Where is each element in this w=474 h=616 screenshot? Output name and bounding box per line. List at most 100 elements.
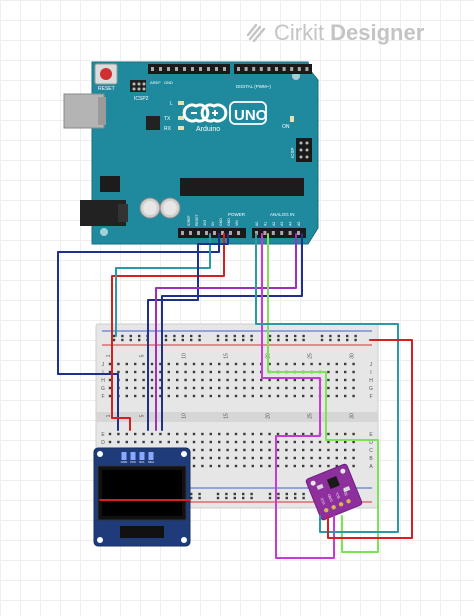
row-letter: J (102, 362, 105, 368)
oled-pin (121, 452, 127, 460)
row-letter: C (369, 448, 373, 454)
column-number: 5 (140, 414, 146, 417)
sensor-pin (346, 499, 351, 504)
brand-label: Arduino (196, 126, 220, 133)
column-number: 10 (182, 413, 188, 419)
atmega-chip (180, 178, 304, 196)
status-leds: L TX RX (164, 101, 184, 132)
row-letter: B (369, 456, 373, 462)
wire-gnd-navy (57, 233, 220, 431)
icsp2-label: ICSP2 (134, 96, 149, 102)
row-letter: D (101, 440, 105, 446)
sensor-pin-label: SDA (342, 487, 349, 496)
wire-scl-navy (161, 233, 303, 431)
breadboard-center-channel (96, 412, 378, 422)
analog-pin-label: A1 (263, 222, 267, 226)
oled-pin-label: SCL (139, 460, 145, 464)
digital-label: DIGITAL (PWM~) (236, 84, 271, 89)
analog-header (252, 228, 306, 238)
voltage-regulator (100, 176, 120, 192)
column-number: 15 (224, 413, 230, 419)
gnd-label: GND (164, 80, 173, 85)
wire-3v3-teal (115, 233, 211, 337)
sensor-pin (324, 508, 329, 513)
usb-port (63, 93, 105, 129)
power-pin-label: 5V (211, 221, 215, 226)
icsp2-header (130, 80, 146, 92)
oled-pin-label: SDA (148, 460, 154, 464)
sensor-pin-label: SCL (335, 491, 341, 499)
sensor-chip (326, 476, 340, 490)
led-tx-label: TX (164, 116, 171, 122)
power-pin-label: RESET (195, 213, 199, 226)
wire-gnd-red (327, 339, 413, 539)
oled-pin (148, 452, 154, 460)
sensor-pin (331, 505, 336, 510)
column-number: 25 (308, 353, 314, 359)
column-number: 10 (182, 353, 188, 359)
analog-pin-label: A0 (255, 222, 259, 226)
power-pin-label: IOREF (187, 215, 191, 226)
oled-pin-label: GND (121, 460, 129, 464)
cirkit-logo-icon (246, 23, 266, 43)
oled-pin (130, 452, 136, 460)
wire-a4-green (267, 233, 379, 553)
analog-pin-label: A5 (297, 222, 301, 226)
arduino-uno: RESET ICSP2 DIGITAL (PWM~) AREF GND L TX… (63, 61, 319, 245)
sensor-pin (338, 502, 344, 507)
led-l-label: L (170, 101, 173, 107)
sensor-pin-label: VCC (320, 496, 327, 505)
power-header (178, 228, 246, 238)
row-letter: D (369, 440, 373, 446)
column-number: 20 (266, 413, 272, 419)
column-number: 25 (308, 413, 314, 419)
wire-a5-magenta (261, 233, 335, 559)
row-letter: G (101, 386, 105, 392)
row-letter: F (101, 394, 104, 400)
row-letter: F (369, 394, 372, 400)
row-letter: E (369, 432, 373, 438)
oled-pin-label: VCC (130, 460, 137, 464)
row-letter: A (369, 464, 373, 470)
wire-vcc-teal (255, 233, 399, 533)
sensor-pcb (305, 463, 363, 521)
analog-pin-label: A3 (280, 222, 284, 226)
sensor-pin-label: GND (327, 493, 334, 502)
wires (57, 233, 413, 559)
power-pin-label: GND (219, 218, 223, 226)
row-letter: G (369, 386, 373, 392)
column-number: 15 (224, 353, 230, 359)
reset-label: RESET (98, 86, 115, 92)
aref-label: AREF (150, 80, 161, 85)
column-number: 30 (350, 353, 356, 359)
column-number: 30 (350, 413, 356, 419)
icsp-label: ICSP (290, 147, 295, 158)
column-number: 1 (106, 414, 112, 417)
power-label: POWER (228, 212, 246, 217)
digital-header (148, 64, 312, 74)
column-number: 5 (140, 354, 146, 357)
on-label: ON (282, 124, 290, 130)
cirkit-designer-watermark: Cirkit Designer (246, 18, 424, 48)
analog-pin-label: A2 (272, 222, 276, 226)
wire-gnd-navy-2 (147, 233, 229, 431)
power-pin-label: VIN (235, 220, 239, 226)
row-letter: I (370, 370, 371, 376)
row-letter: E (101, 432, 105, 438)
wire-sda-purple (155, 233, 297, 431)
row-letter: H (369, 378, 373, 384)
row-letter: J (370, 362, 373, 368)
column-number: 1 (106, 354, 112, 357)
power-pin-label: 3V3 (203, 220, 207, 226)
oled-pin (139, 452, 145, 460)
wire-5v-red (111, 233, 225, 431)
analog-label: ANALOG IN (270, 212, 295, 217)
analog-pin-label: A4 (289, 222, 293, 226)
small-chip (146, 116, 160, 130)
arduino-logo-icon (182, 103, 228, 123)
power-pin-label: GND (227, 218, 231, 226)
icsp-header (296, 138, 312, 162)
